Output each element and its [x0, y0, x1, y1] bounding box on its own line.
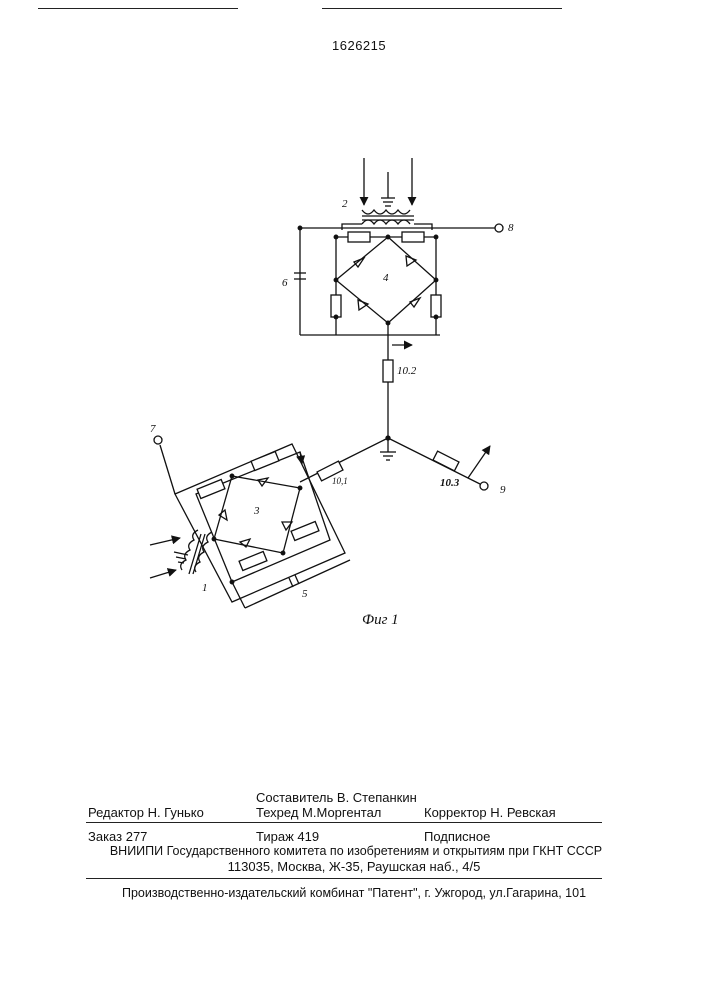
label-4: 4	[383, 272, 389, 284]
label-10-1: 10,1	[332, 476, 348, 486]
star-junction	[300, 436, 490, 490]
imprint-rule	[86, 878, 602, 879]
imprint-circulation: Тираж 419	[256, 829, 319, 844]
figure-caption: Фиг 1	[362, 612, 399, 629]
imprint-address: 113035, Москва, Ж-35, Раушская наб., 4/5	[86, 859, 622, 874]
upper-bridge-block	[294, 158, 503, 438]
label-10-3: 10.3	[440, 477, 459, 489]
label-6: 6	[282, 277, 288, 289]
imprint-compiler: Составитель В. Степанкин	[256, 790, 417, 805]
imprint-editor: Редактор Н. Гунько	[88, 805, 204, 820]
imprint-rule	[86, 822, 602, 823]
label-8: 8	[508, 222, 514, 234]
imprint-institute: ВНИИПИ Государственного комитета по изоб…	[86, 844, 626, 858]
label-10-2: 10.2	[397, 365, 416, 377]
imprint-subscription: Подписное	[424, 829, 490, 844]
label-2: 2	[342, 198, 348, 210]
label-9: 9	[500, 484, 506, 496]
label-3: 3	[254, 505, 260, 517]
label-5: 5	[302, 588, 308, 600]
imprint-corrector: Корректор Н. Ревская	[424, 805, 556, 820]
imprint-order: Заказ 277	[88, 829, 147, 844]
imprint-publisher: Производственно-издательский комбинат "П…	[86, 886, 622, 900]
label-7: 7	[150, 423, 156, 435]
imprint-techred: Техред М.Моргентал	[256, 805, 381, 820]
label-1: 1	[202, 582, 208, 594]
lower-bridge-block	[150, 436, 350, 608]
